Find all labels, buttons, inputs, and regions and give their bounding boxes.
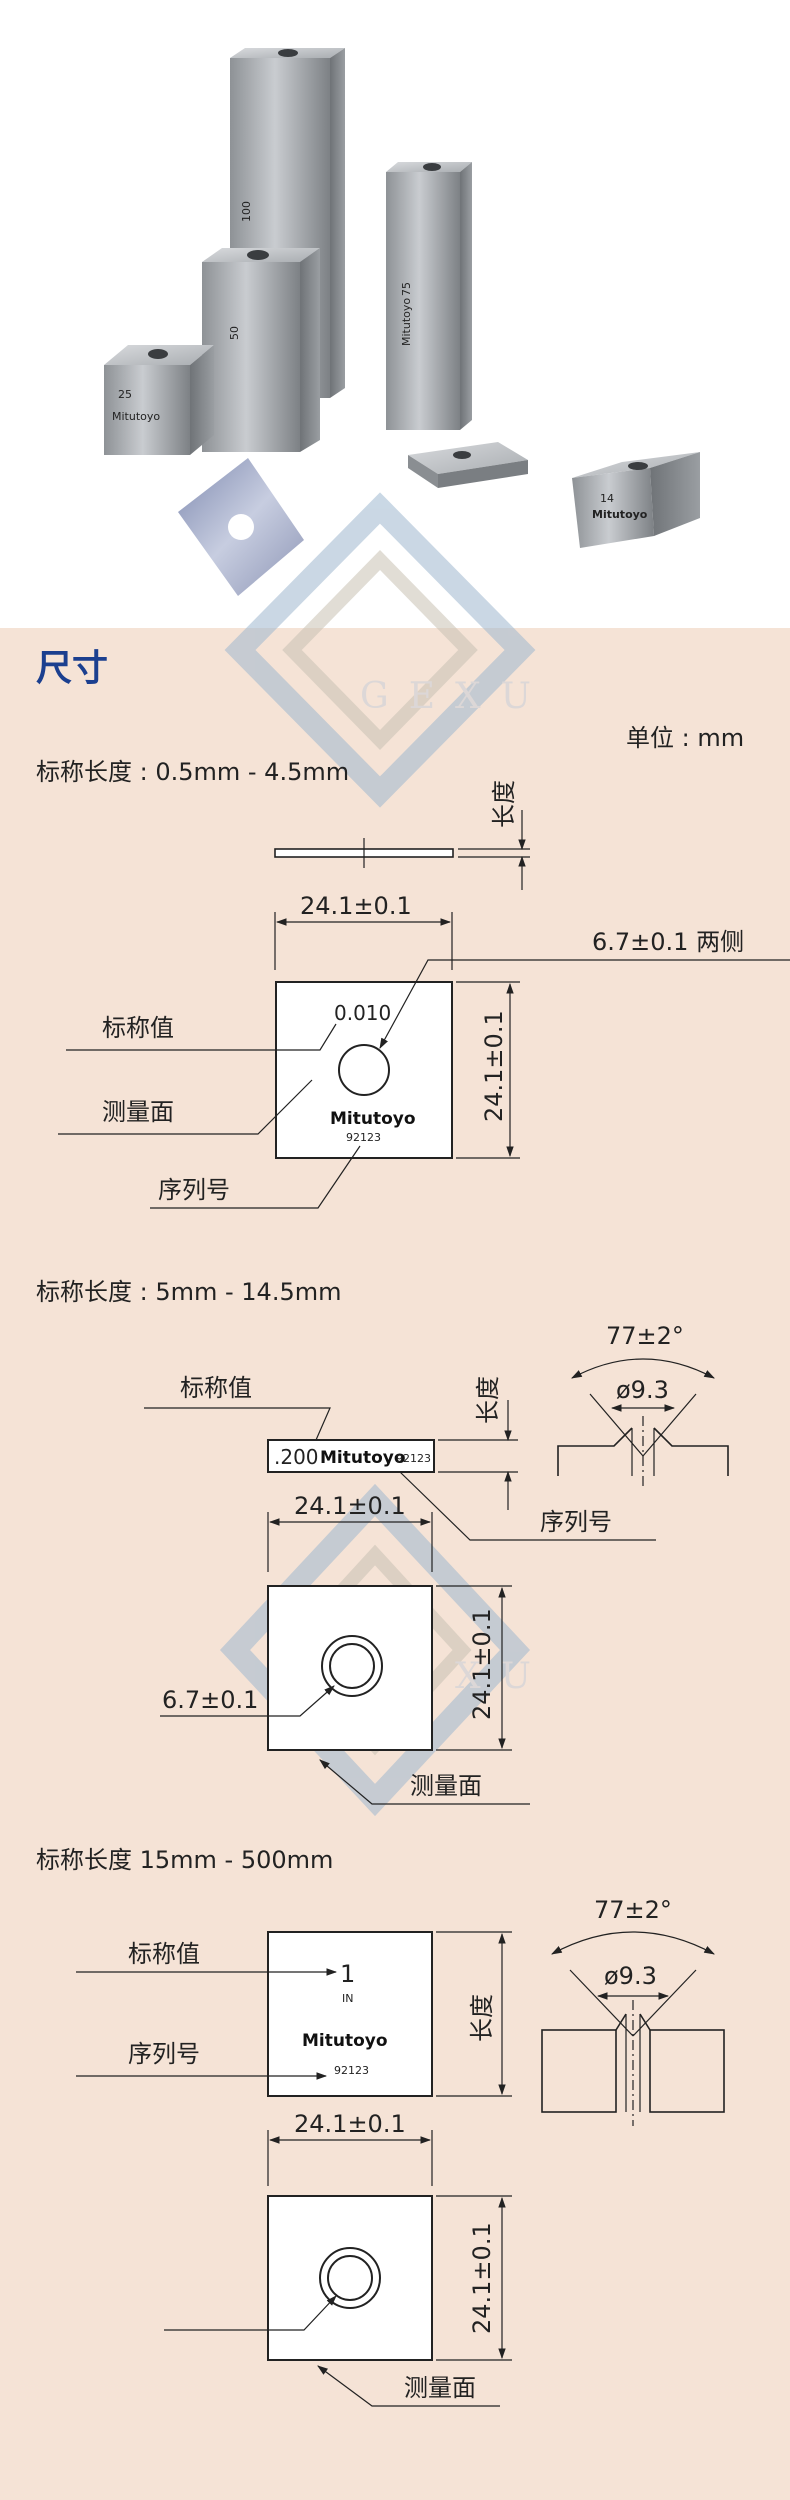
diagram-3-height-dim: 24.1±0.1 bbox=[468, 2222, 496, 2334]
diagram-3-heading: 标称长度 15mm - 500mm bbox=[36, 1846, 333, 1874]
diagram-2-hole-dim: 6.7±0.1 bbox=[162, 1686, 258, 1714]
diagram-3-countersink-section: 77±2° ø9.3 bbox=[541, 1896, 725, 2126]
diagram-1-measuring-face-label: 测量面 bbox=[102, 1098, 174, 1126]
diagram-3-diameter-dim: ø9.3 bbox=[604, 1962, 657, 1990]
block-label-14: 14 bbox=[600, 492, 614, 505]
diagram-2-side-view bbox=[267, 1439, 435, 1473]
diagram-2: 标称长度 : 5mm - 14.5mm 标称值 .200 Mitutoyo 92… bbox=[36, 1278, 729, 1805]
watermark-text-top: GEXU bbox=[360, 676, 551, 717]
diagram-2-height-dim: 24.1±0.1 bbox=[468, 1608, 496, 1720]
diagram-3: 标称长度 15mm - 500mm 1 IN Mitutoyo 92123 标称… bbox=[36, 1846, 725, 2407]
diagram-2-heading: 标称长度 : 5mm - 14.5mm bbox=[36, 1278, 341, 1306]
block-label-25: 25 bbox=[118, 388, 132, 401]
gauge-block-50: 50 bbox=[202, 248, 320, 452]
diagram-2-hole-inner bbox=[329, 1643, 375, 1689]
diagram-2-side-serial: 92123 bbox=[396, 1452, 431, 1465]
diagram-2-angle-dim: 77±2° bbox=[606, 1322, 684, 1350]
diagram-2-width-dim: 24.1±0.1 bbox=[294, 1492, 406, 1520]
diagram-1-hole-dim: 6.7±0.1 两侧 bbox=[592, 928, 744, 956]
diagram-3-width-dim: 24.1±0.1 bbox=[294, 2110, 406, 2138]
block-brand-25: Mitutoyo bbox=[112, 410, 160, 423]
block-label-75: 75 bbox=[400, 282, 413, 296]
plate-hole bbox=[228, 514, 254, 540]
diagram-2-side-nominal: .200 bbox=[274, 1445, 319, 1469]
gauge-block-14: 14 Mitutoyo bbox=[572, 452, 700, 548]
watermark-top: GEXU bbox=[224, 492, 551, 808]
diagram-2-serial-label: 序列号 bbox=[540, 1508, 612, 1536]
diagram-1-nominal-value: 0.010 bbox=[334, 1001, 391, 1025]
gauge-block-photo: 100 75 Mitutoyo 50 bbox=[104, 48, 700, 596]
block-label-100: 100 bbox=[240, 201, 253, 222]
diagram-3-measuring-face-label: 测量面 bbox=[404, 2374, 476, 2402]
gauge-block-75: 75 Mitutoyo bbox=[386, 162, 472, 430]
diagram-1-width-dim: 24.1±0.1 bbox=[300, 892, 412, 920]
gauge-block-25: 25 Mitutoyo bbox=[104, 345, 214, 455]
unit-label: 单位 : mm bbox=[626, 724, 744, 752]
gauge-block-flat bbox=[408, 442, 528, 488]
diagram-3-nominal-value: 1 bbox=[340, 1960, 355, 1988]
diagram-1-brand: Mitutoyo bbox=[330, 1109, 416, 1129]
diagram-1-nominal-label: 标称值 bbox=[102, 1014, 174, 1042]
diagram-2-measuring-face-label: 测量面 bbox=[410, 1772, 482, 1800]
diagram-3-angle-dim: 77±2° bbox=[594, 1896, 672, 1924]
diagram-3-marking-view bbox=[267, 1931, 433, 2097]
diagram-2-length-label: 长度 bbox=[474, 1376, 502, 1424]
diagram-3-hole-inner bbox=[327, 2255, 373, 2301]
diagram-1-serial-label: 序列号 bbox=[158, 1176, 230, 1204]
diagram-2-side-brand: Mitutoyo bbox=[320, 1448, 406, 1468]
diagram-3-serial-label: 序列号 bbox=[128, 2040, 200, 2068]
diagram-3-brand: Mitutoyo bbox=[302, 2031, 388, 2051]
diagram-3-length-label: 长度 bbox=[468, 1994, 496, 2042]
diagram-3-nominal-unit: IN bbox=[342, 1992, 353, 2005]
diagram-2-nominal-label: 标称值 bbox=[180, 1374, 252, 1402]
diagram-1-height-dim: 24.1±0.1 bbox=[480, 1010, 508, 1122]
block-brand-14: Mitutoyo bbox=[592, 508, 648, 521]
diagram-1-hole bbox=[338, 1044, 390, 1096]
block-brand-75: Mitutoyo bbox=[400, 298, 413, 346]
diagram-1-length-label: 长度 bbox=[490, 780, 518, 828]
diagram-2-countersink-section: 77±2° ø9.3 bbox=[557, 1322, 729, 1490]
diagram-1: 标称长度 : 0.5mm - 4.5mm 长度 24.1±0.1 0.010 M… bbox=[36, 758, 790, 1209]
section-title: 尺寸 bbox=[36, 648, 108, 689]
block-label-50: 50 bbox=[228, 326, 241, 340]
gauge-block-plate bbox=[178, 458, 304, 596]
diagram-3-nominal-label: 标称值 bbox=[128, 1940, 200, 1968]
diagram-1-serial-number: 92123 bbox=[346, 1131, 381, 1144]
diagram-2-diameter-dim: ø9.3 bbox=[616, 1376, 669, 1404]
diagram-1-heading: 标称长度 : 0.5mm - 4.5mm bbox=[36, 758, 349, 786]
diagram-3-serial-number: 92123 bbox=[334, 2064, 369, 2077]
